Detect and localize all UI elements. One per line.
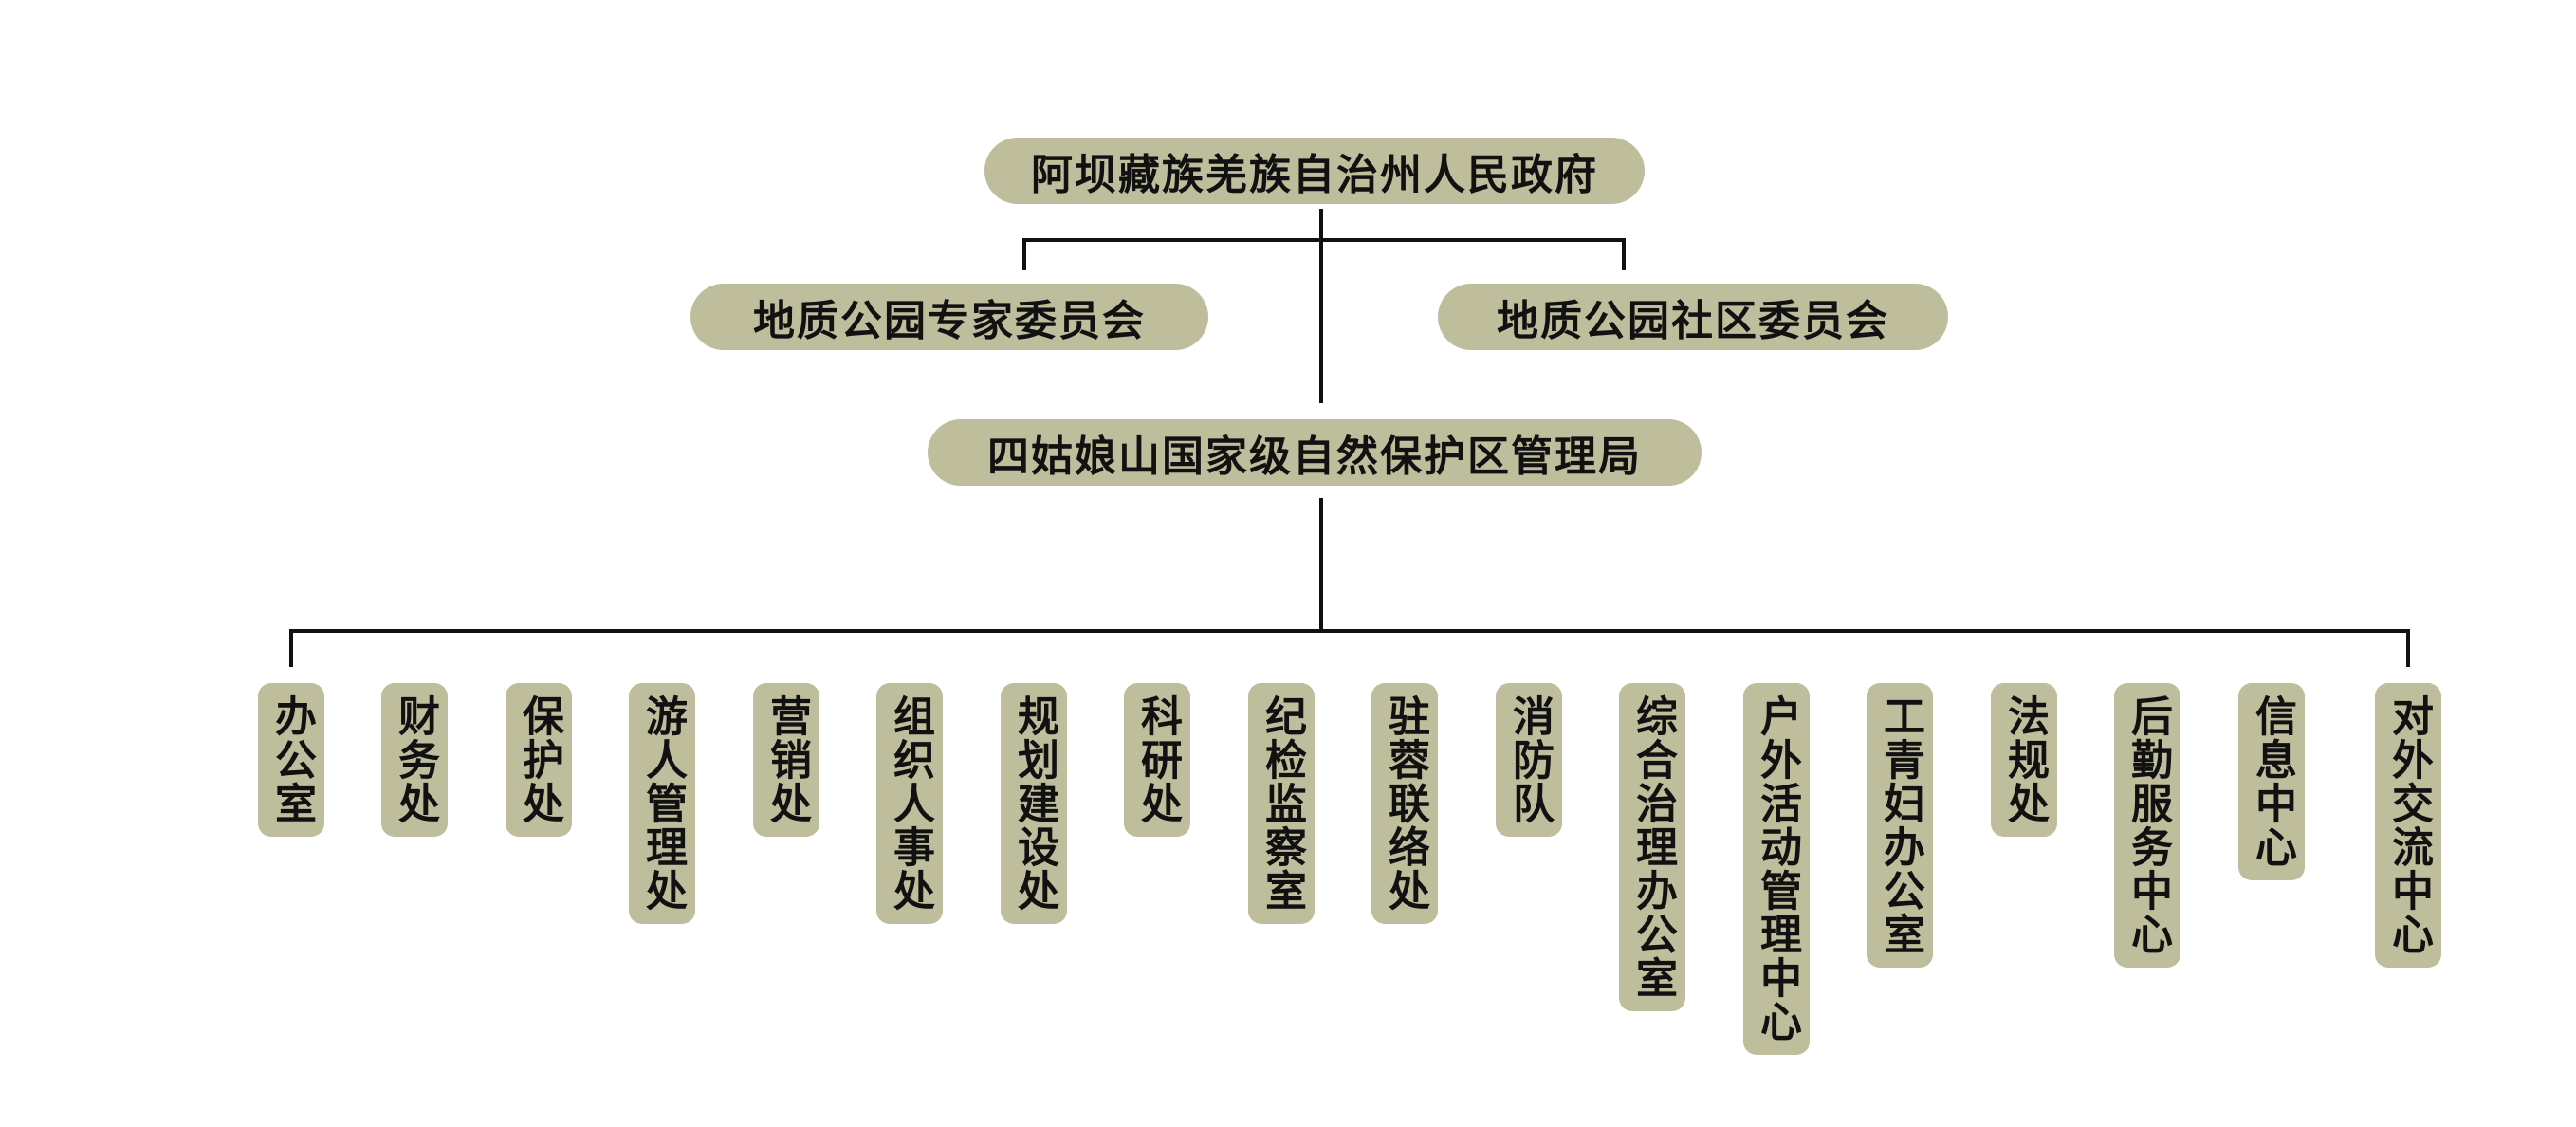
department-label: 户外活动管理中心 — [1753, 694, 1801, 1044]
department-node: 后勤服务中心 — [2114, 683, 2180, 968]
department-label: 游人管理处 — [638, 694, 687, 913]
department-node: 游人管理处 — [629, 683, 695, 924]
department-label: 规划建设处 — [1010, 694, 1058, 913]
department-node: 信息中心 — [2238, 683, 2305, 880]
bureau-node-label: 四姑娘山国家级自然保护区管理局 — [987, 433, 1642, 481]
bureau-node: 四姑娘山国家级自然保护区管理局 — [928, 419, 1702, 486]
department-node: 保护处 — [506, 683, 572, 837]
department-label: 财务处 — [391, 694, 439, 825]
department-label: 工青妇办公室 — [1876, 694, 1924, 956]
department-label: 纪检监察室 — [1258, 694, 1306, 913]
department-node: 综合治理办公室 — [1619, 683, 1685, 1011]
department-label: 法规处 — [2000, 694, 2049, 825]
department-label: 组织人事处 — [886, 694, 934, 913]
connector-department-bar — [293, 629, 2410, 633]
department-node: 科研处 — [1124, 683, 1190, 837]
connector-top-trunk — [1319, 209, 1323, 403]
connector-committee-left — [1022, 238, 1026, 270]
department-label: 后勤服务中心 — [2124, 694, 2172, 956]
department-label: 综合治理办公室 — [1628, 694, 1677, 1000]
connector-committee-right — [1622, 238, 1626, 270]
department-node: 办公室 — [258, 683, 324, 837]
department-label: 营销处 — [763, 694, 811, 825]
connector-bureau-trunk — [1319, 498, 1323, 631]
committee-node-label: 地质公园专家委员会 — [753, 297, 1146, 345]
department-label: 保护处 — [515, 694, 563, 825]
department-node: 财务处 — [381, 683, 448, 837]
department-node: 法规处 — [1991, 683, 2057, 837]
department-label: 信息中心 — [2248, 694, 2296, 869]
department-label: 消防队 — [1505, 694, 1554, 825]
committee-node-experts: 地质公园专家委员会 — [690, 284, 1208, 350]
department-node: 驻蓉联络处 — [1371, 683, 1438, 924]
department-label: 驻蓉联络处 — [1381, 694, 1429, 913]
top-node-label: 阿坝藏族羌族自治州人民政府 — [1031, 151, 1598, 199]
department-node: 消防队 — [1496, 683, 1562, 837]
department-node: 对外交流中心 — [2375, 683, 2441, 968]
connector-department-drop — [289, 629, 293, 667]
department-node: 规划建设处 — [1001, 683, 1067, 924]
department-label: 对外交流中心 — [2384, 694, 2433, 956]
department-label: 科研处 — [1133, 694, 1182, 825]
department-node: 工青妇办公室 — [1867, 683, 1933, 968]
committee-node-community: 地质公园社区委员会 — [1438, 284, 1948, 350]
department-node: 组织人事处 — [876, 683, 943, 924]
department-node: 户外活动管理中心 — [1743, 683, 1810, 1055]
department-label: 办公室 — [267, 694, 316, 825]
top-node-prefecture-government: 阿坝藏族羌族自治州人民政府 — [984, 138, 1645, 204]
connector-department-drop — [2406, 629, 2410, 667]
connector-committee-bar — [1022, 238, 1626, 242]
department-node: 营销处 — [753, 683, 819, 837]
department-node: 纪检监察室 — [1248, 683, 1315, 924]
committee-node-label: 地质公园社区委员会 — [1497, 297, 1889, 345]
